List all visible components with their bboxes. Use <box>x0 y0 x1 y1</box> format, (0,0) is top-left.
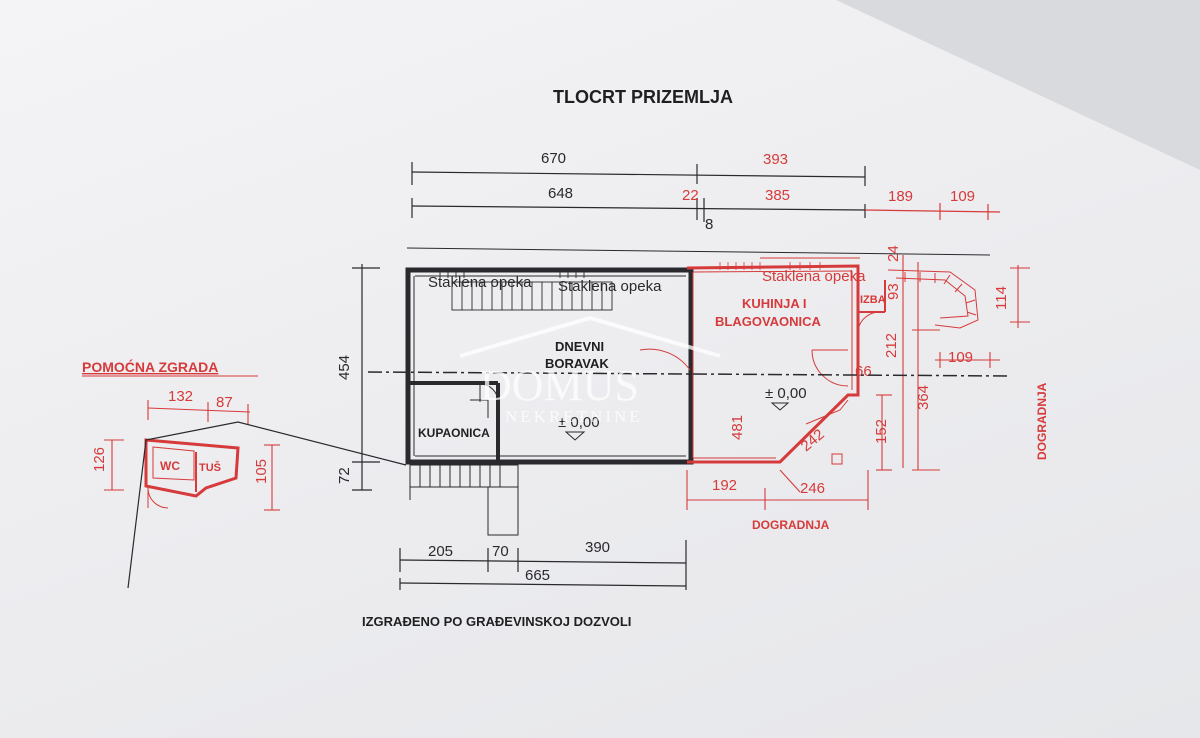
doors-black <box>470 383 499 418</box>
watermark-domus: DOMUS <box>480 361 639 410</box>
room-kuhinja-line2: BLAGOVAONICA <box>715 314 822 329</box>
dim-93: 93 <box>885 283 902 300</box>
label-pomocna-zgrada: POMOĆNA ZGRADA <box>82 358 218 375</box>
room-tus: TUŠ <box>199 461 221 474</box>
extension-doors <box>639 311 881 465</box>
dim-385: 385 <box>765 187 790 204</box>
room-kupaonica: KUPAONICA <box>418 426 490 440</box>
level-triangle-1 <box>564 431 586 441</box>
dim-87: 87 <box>216 394 233 411</box>
dim-364: 364 <box>915 385 932 410</box>
dim-205: 205 <box>428 543 453 560</box>
left-dimension <box>352 264 380 491</box>
top-dimensions-red <box>864 203 1001 220</box>
dim-481: 481 <box>729 415 746 440</box>
extension-glass-blocks <box>719 262 821 270</box>
outdoor-stairs <box>887 269 979 329</box>
auxiliary-building <box>144 438 240 509</box>
dim-24: 24 <box>885 245 902 262</box>
dim-454: 454 <box>336 355 353 380</box>
plan-title: TLOCRT PRIZEMLJA <box>553 87 733 107</box>
dim-114: 114 <box>993 286 1010 310</box>
dim-670: 670 <box>541 150 566 167</box>
label-staklena-1: Staklena opeka <box>428 274 532 291</box>
dim-393: 393 <box>763 151 788 168</box>
dim-152: 152 <box>873 419 890 444</box>
dim-189: 189 <box>888 188 913 205</box>
watermark-nekretnine: NEKRETNINE <box>505 407 643 426</box>
label-dogradnja-bottom: DOGRADNJA <box>752 518 830 532</box>
bottom-red-dimensions <box>686 469 869 510</box>
interior-stairs <box>439 270 613 311</box>
dim-109-top: 109 <box>950 188 975 205</box>
dim-22: 22 <box>682 187 699 204</box>
original-house-walls <box>405 267 694 465</box>
level-marker-2: ± 0,00 <box>765 385 807 402</box>
room-kuhinja-line1: KUHINJA I <box>742 296 807 311</box>
label-staklena-2: Staklena opeka <box>558 278 662 295</box>
dim-192: 192 <box>712 477 737 494</box>
label-staklena-3: Staklena opeka <box>762 268 866 285</box>
level-marker-1: ± 0,00 <box>558 414 600 431</box>
label-dogradnja-side: DOGRADNJA <box>1035 382 1049 460</box>
top-dimensions <box>411 162 866 222</box>
auxiliary-dimensions <box>104 400 280 511</box>
property-boundary <box>127 421 407 589</box>
dim-648: 648 <box>548 185 573 202</box>
section-axis-line <box>367 371 1011 377</box>
level-triangle-2 <box>770 402 790 411</box>
right-dimensions <box>876 255 1030 471</box>
bottom-dimensions <box>399 540 687 590</box>
dim-8: 8 <box>705 216 713 233</box>
dim-70: 70 <box>492 543 509 560</box>
room-izba: IZBA <box>860 294 886 306</box>
entrance-steps <box>409 464 519 536</box>
room-dnevni-line2: BORAVAK <box>545 356 609 371</box>
dim-242: 242 <box>798 426 828 455</box>
site-line <box>406 247 991 256</box>
room-dnevni-line1: DNEVNI <box>555 339 604 354</box>
dim-66: 66 <box>855 363 872 380</box>
dim-212: 212 <box>883 333 900 358</box>
dim-72: 72 <box>336 467 353 484</box>
extension-walls <box>686 257 886 464</box>
dim-132: 132 <box>168 388 193 405</box>
domus-watermark: DOMUS NEKRETNINE <box>459 315 721 426</box>
dim-126: 126 <box>91 447 108 472</box>
footer-note: IZGRAĐENO PO GRAĐEVINSKOJ DOZVOLI <box>362 614 631 629</box>
dim-109-right: 109 <box>948 349 973 366</box>
dim-105: 105 <box>253 459 270 484</box>
dim-390: 390 <box>585 539 610 556</box>
dim-246: 246 <box>800 480 825 497</box>
room-wc: WC <box>160 459 180 473</box>
dim-665: 665 <box>525 567 550 584</box>
